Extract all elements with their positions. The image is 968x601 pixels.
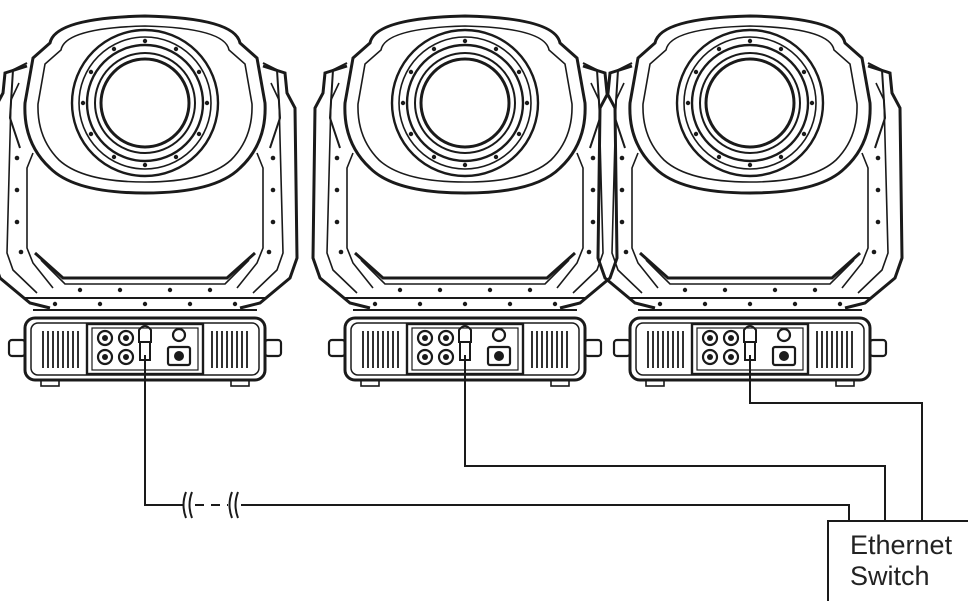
cable-break-left: [182, 491, 193, 519]
moving-head-fixture-2: [311, 14, 619, 388]
ethernet-switch-box: [827, 520, 968, 601]
switch-label-line1: Ethernet: [850, 530, 953, 560]
cable-fixture-2: [464, 355, 886, 521]
ethernet-switch-label: Ethernet Switch: [850, 530, 952, 592]
switch-label-line2: Switch: [850, 561, 930, 591]
moving-head-fixture-1: [0, 14, 299, 388]
cable-break-right: [228, 491, 239, 519]
cable-fixture-1: [144, 355, 183, 506]
cable-fixture-3: [749, 355, 923, 521]
moving-head-fixture-3: [596, 14, 904, 388]
cable-fixture-1-to-switch: [241, 504, 850, 521]
